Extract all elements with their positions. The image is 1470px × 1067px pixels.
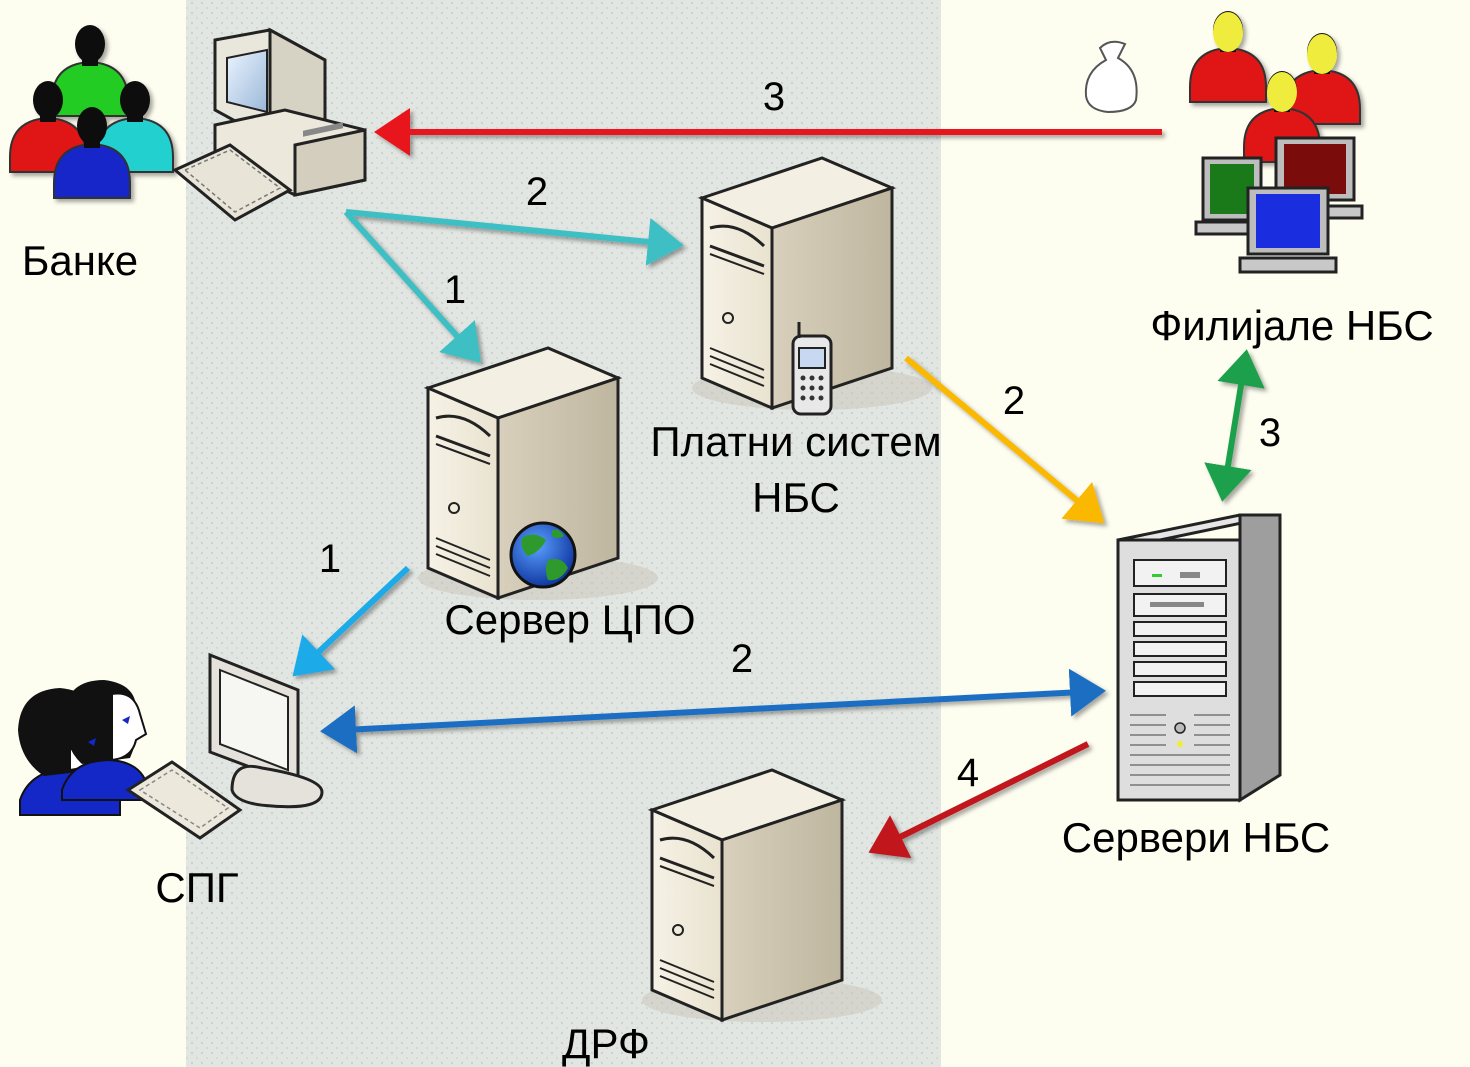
banks-label: Банке [22, 237, 138, 284]
arrow-spg-nbs-servers [320, 668, 1106, 754]
branches-monitors-icon [1194, 136, 1364, 274]
nbs-servers-rack-icon [1116, 513, 1282, 803]
banks-people-icon [9, 24, 174, 199]
cpo-server-label: Сервер ЦПО [444, 596, 695, 643]
nbs-servers-label: Сервери НБС [1062, 814, 1331, 861]
drf-label: ДРФ [562, 1020, 650, 1067]
branches-label: Филијале НБС [1150, 302, 1433, 349]
moneybag-icon [1084, 40, 1138, 114]
arrow-banks-to-cpo-server [343, 209, 482, 363]
spg-people-icon [18, 680, 149, 816]
payment-system-label-line2: НБС [752, 474, 840, 521]
arrow-nbs-servers-branches [1204, 349, 1265, 502]
banks-computer-icon [172, 27, 367, 222]
mobile-phone-icon [791, 322, 833, 416]
arrow-cpo-server-to-spg [292, 565, 411, 677]
step-branches-to-banks: 3 [763, 75, 785, 119]
step-payment-to-nbs: 2 [1003, 379, 1025, 423]
spg-monitor-icon [125, 652, 324, 840]
step-banks-to-payment: 2 [526, 170, 548, 214]
arrow-banks-to-payment-system [345, 209, 684, 266]
arrow-payment-system-to-nbs-servers [904, 355, 1105, 524]
payment-system-label-line1: Платни систем [650, 418, 941, 465]
step-spg-nbs: 2 [731, 637, 753, 681]
globe-icon [509, 521, 577, 589]
arrow-nbs-servers-to-drf [868, 741, 1090, 859]
spg-label: СПГ [155, 864, 238, 911]
step-nbs-to-drf: 4 [957, 751, 979, 795]
branches-people-icon [1189, 10, 1361, 163]
step-cpo-to-spg: 1 [319, 537, 341, 581]
step-nbs-branches: 3 [1259, 411, 1281, 455]
step-banks-to-cpo: 1 [444, 268, 466, 312]
